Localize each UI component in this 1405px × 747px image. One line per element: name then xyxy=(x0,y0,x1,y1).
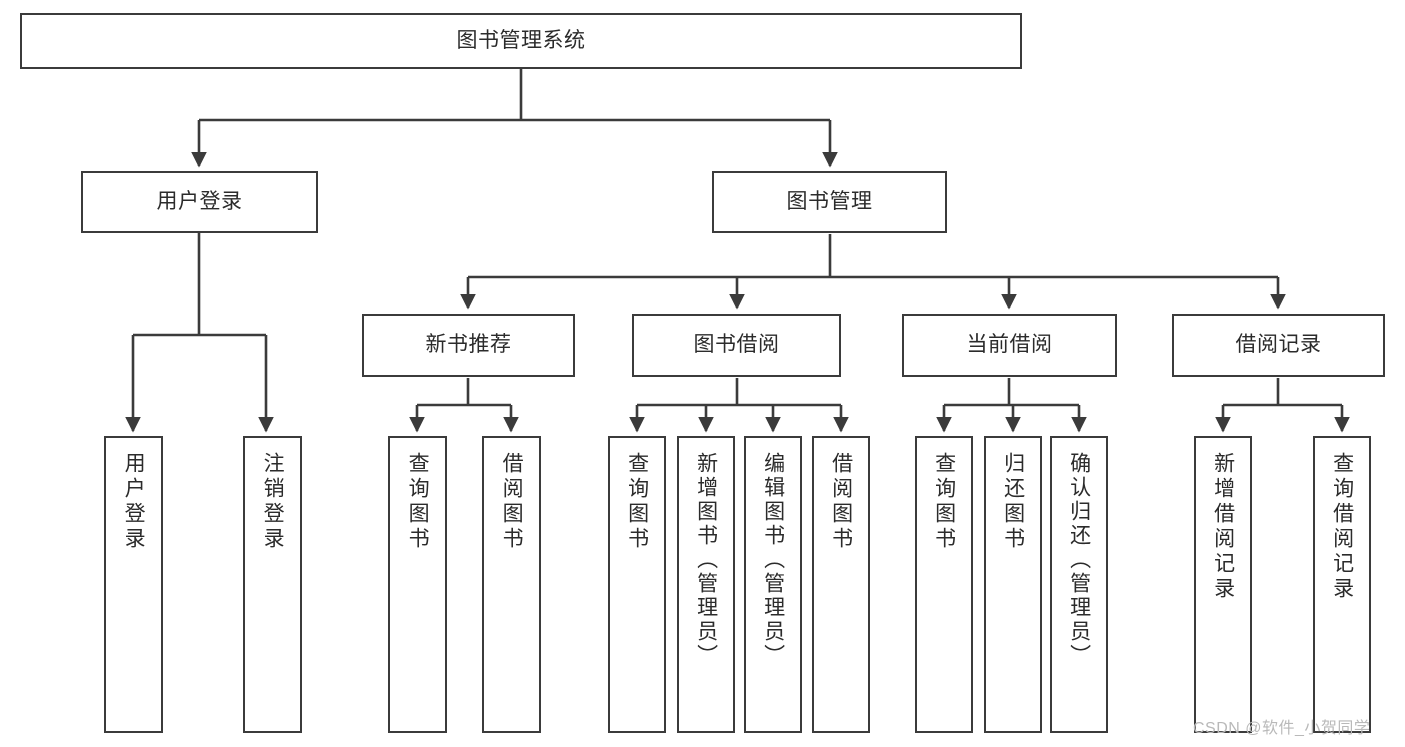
node-label: 注销登录 xyxy=(261,452,285,552)
leaf-logout[interactable]: 注销登录 xyxy=(243,436,302,733)
node-label: 确认归还（管理员） xyxy=(1067,452,1091,668)
leaf-current-confirm-return-admin[interactable]: 确认归还（管理员） xyxy=(1050,436,1108,733)
node-root-library-system[interactable]: 图书管理系统 xyxy=(20,13,1022,69)
node-label: 查询图书 xyxy=(625,452,649,552)
node-book-management[interactable]: 图书管理 xyxy=(712,171,947,233)
node-label: 编辑图书（管理员） xyxy=(761,452,785,668)
node-borrow-record[interactable]: 借阅记录 xyxy=(1172,314,1385,377)
node-label: 当前借阅 xyxy=(966,333,1053,357)
leaf-record-query-record[interactable]: 查询借阅记录 xyxy=(1313,436,1371,733)
leaf-recommend-query-book[interactable]: 查询图书 xyxy=(388,436,447,733)
node-label: 新书推荐 xyxy=(425,333,512,357)
node-label: 用户登录 xyxy=(122,452,146,552)
node-label: 图书管理系统 xyxy=(456,28,586,52)
node-label: 查询图书 xyxy=(932,452,956,552)
node-label: 查询图书 xyxy=(406,452,430,552)
leaf-recommend-borrow-book[interactable]: 借阅图书 xyxy=(482,436,541,733)
leaf-borrow-add-book-admin[interactable]: 新增图书（管理员） xyxy=(677,436,735,733)
node-user-login[interactable]: 用户登录 xyxy=(81,171,318,233)
node-book-borrow[interactable]: 图书借阅 xyxy=(632,314,841,377)
node-label: 查询借阅记录 xyxy=(1330,452,1354,602)
node-label: 新增图书（管理员） xyxy=(694,452,718,668)
leaf-borrow-borrow-book[interactable]: 借阅图书 xyxy=(812,436,870,733)
leaf-borrow-query-book[interactable]: 查询图书 xyxy=(608,436,666,733)
leaf-current-query-book[interactable]: 查询图书 xyxy=(915,436,973,733)
node-new-book-recommend[interactable]: 新书推荐 xyxy=(362,314,575,377)
node-label: 借阅图书 xyxy=(500,452,524,552)
leaf-record-add-record[interactable]: 新增借阅记录 xyxy=(1194,436,1252,733)
node-label: 借阅图书 xyxy=(829,452,853,552)
csdn-watermark: CSDN @软件_小贺同学 xyxy=(1193,720,1371,737)
leaf-current-return-book[interactable]: 归还图书 xyxy=(984,436,1042,733)
node-label: 图书借阅 xyxy=(693,333,780,357)
leaf-borrow-edit-book-admin[interactable]: 编辑图书（管理员） xyxy=(744,436,802,733)
node-label: 图书管理 xyxy=(786,189,873,213)
node-current-borrow[interactable]: 当前借阅 xyxy=(902,314,1117,377)
node-label: 归还图书 xyxy=(1001,452,1025,552)
node-label: 用户登录 xyxy=(156,189,243,213)
node-label: 新增借阅记录 xyxy=(1211,452,1235,602)
leaf-user-login[interactable]: 用户登录 xyxy=(104,436,163,733)
node-label: 借阅记录 xyxy=(1235,333,1322,357)
